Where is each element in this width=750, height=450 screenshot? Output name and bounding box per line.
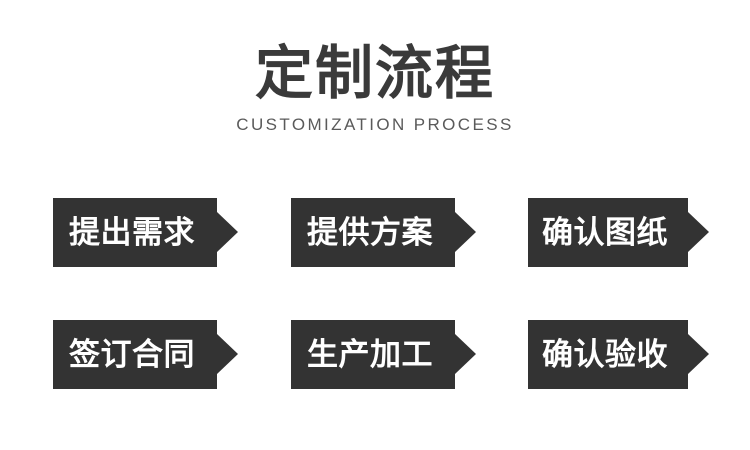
page-title: 定制流程: [254, 41, 495, 106]
process-step-3[interactable]: 确认图纸: [528, 198, 710, 267]
process-steps-row-2: 签订合同 生产加工 确认验收: [53, 320, 713, 389]
process-step-5-body: 生产加工: [291, 320, 455, 389]
process-steps-row-1: 提出需求 提供方案 确认图纸: [53, 198, 713, 267]
arrow-right-icon: [217, 334, 238, 374]
process-steps: 提出需求 提供方案 确认图纸 签订合同: [53, 198, 713, 389]
process-step-5-label: 生产加工: [307, 336, 433, 372]
process-step-2[interactable]: 提供方案: [291, 198, 476, 267]
arrow-right-icon: [455, 334, 476, 374]
arrow-right-icon: [688, 212, 709, 252]
process-step-1-label: 提出需求: [69, 214, 195, 250]
process-step-6-label: 确认验收: [542, 336, 668, 372]
process-step-6-body: 确认验收: [528, 320, 688, 389]
process-step-6[interactable]: 确认验收: [528, 320, 710, 389]
process-step-3-label: 确认图纸: [542, 214, 668, 250]
process-step-2-label: 提供方案: [307, 214, 433, 250]
arrow-right-icon: [455, 212, 476, 252]
header: 定制流程 CUSTOMIZATION PROCESS: [0, 40, 750, 136]
arrow-right-icon: [688, 334, 709, 374]
process-step-4-label: 签订合同: [69, 336, 195, 372]
arrow-right-icon: [217, 212, 238, 252]
page-subtitle: CUSTOMIZATION PROCESS: [236, 115, 514, 134]
process-step-5[interactable]: 生产加工: [291, 320, 476, 389]
process-step-2-body: 提供方案: [291, 198, 455, 267]
process-step-3-body: 确认图纸: [528, 198, 688, 267]
process-step-4-body: 签订合同: [53, 320, 217, 389]
process-step-1-body: 提出需求: [53, 198, 217, 267]
process-step-4[interactable]: 签订合同: [53, 320, 238, 389]
process-step-1[interactable]: 提出需求: [53, 198, 238, 267]
